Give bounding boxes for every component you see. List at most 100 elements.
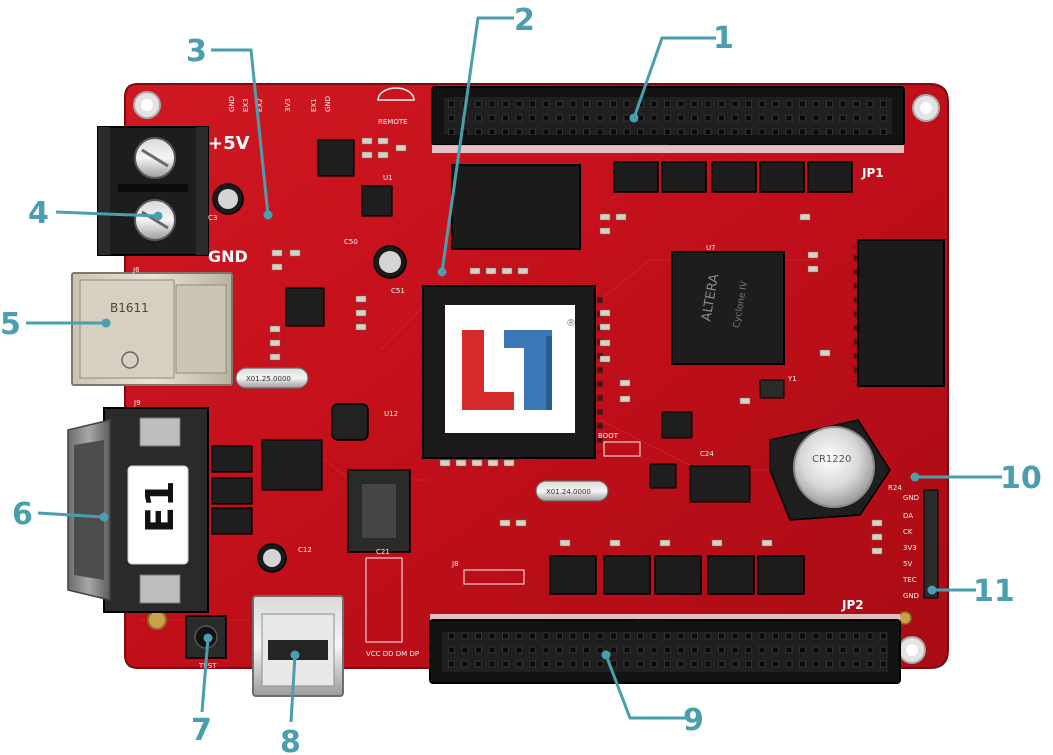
top-pin-labels: GND EX3 EX2 3V3 EX1 GND — [228, 96, 332, 112]
svg-text:DA: DA — [903, 512, 913, 520]
callout-1: 1 — [629, 21, 734, 123]
callout-5-dot — [101, 318, 111, 328]
callout-1-dot — [629, 113, 639, 123]
callout-2-dot — [437, 267, 447, 277]
svg-text:3V3: 3V3 — [284, 98, 292, 112]
callout-11: 11 — [927, 574, 1015, 609]
callout-6-dot — [99, 512, 109, 522]
callout-11-number: 11 — [973, 574, 1015, 609]
mounting-holes — [133, 91, 940, 664]
crystal-2-label: X01.24.0000 — [546, 488, 591, 496]
sdram-chip-right — [848, 239, 945, 387]
callout-9-dot — [601, 650, 611, 660]
power-terminal-block — [97, 126, 209, 256]
callout-9-number: 9 — [683, 703, 704, 738]
svg-text:GND: GND — [228, 96, 236, 112]
e1-label: E1 — [138, 481, 182, 533]
c24-label: C24 — [700, 450, 714, 458]
c3-label: C3 — [208, 214, 217, 222]
plus5v-label: +5V — [208, 133, 250, 154]
main-mcu-chip — [415, 285, 603, 459]
electrolytic-capacitors — [212, 183, 407, 573]
callout-6: 6 — [12, 497, 109, 532]
jp2-label: JP2 — [841, 598, 864, 612]
callout-9-leader — [604, 654, 688, 720]
c51-label: C51 — [391, 287, 405, 295]
registered-mark: ® — [566, 318, 576, 329]
boot-label: BOOT — [598, 432, 619, 440]
y1-label: Y1 — [787, 375, 797, 383]
right-pin-header — [923, 489, 939, 599]
jp2-header — [429, 614, 901, 684]
callout-1-leader — [632, 36, 716, 119]
callout-8: 8 — [280, 650, 301, 755]
svg-text:TEC: TEC — [902, 576, 917, 584]
crystals — [235, 367, 785, 502]
sdram-chip-top — [451, 164, 581, 250]
svg-text:GND: GND — [903, 592, 919, 600]
svg-text:3V3: 3V3 — [903, 544, 917, 552]
callout-2-leader — [440, 16, 514, 273]
callout-8-dot — [290, 650, 300, 660]
callout-1-number: 1 — [713, 21, 734, 56]
passive-components — [269, 137, 883, 555]
battery-label: CR1220 — [812, 454, 851, 465]
usb-port — [252, 595, 344, 697]
callout-9: 9 — [601, 650, 704, 738]
jp1-label: JP1 — [861, 166, 884, 180]
callout-4: 4 — [28, 196, 163, 231]
l1-logo — [462, 330, 552, 410]
callout-10: 10 — [910, 461, 1042, 496]
small-pin-headers — [365, 441, 641, 643]
usb-pins-label: VCC DD DM DP — [366, 650, 419, 658]
callout-5: 5 — [0, 307, 111, 342]
callout-8-number: 8 — [280, 725, 301, 755]
fpga-chip — [671, 251, 785, 365]
callout-4-leader — [55, 210, 159, 218]
callout-4-number: 4 — [28, 196, 49, 231]
callout-7-dot — [203, 633, 213, 643]
ic-socket — [347, 469, 411, 553]
mounting-hole-bl — [147, 610, 167, 630]
c50-label: C50 — [344, 238, 358, 246]
callout-5-number: 5 — [0, 307, 21, 342]
c21-label: C21 — [376, 548, 390, 556]
callout-3-leader — [211, 48, 270, 216]
callouts: 1 2 3 4 5 6 7 — [0, 3, 1042, 755]
b1611-label: B1611 — [110, 301, 149, 315]
callout-3-dot — [263, 210, 273, 220]
c12-label: C12 — [298, 546, 312, 554]
callout-11-dot — [927, 585, 937, 595]
crystal-1-label: X01.25.0000 — [246, 375, 291, 383]
callout-6-number: 6 — [12, 497, 33, 532]
callout-7: 7 — [191, 633, 213, 748]
ethernet-port — [71, 272, 233, 386]
callout-2-number: 2 — [514, 3, 535, 38]
pcb-board: JP1 JP2 +5V GND B — [67, 83, 949, 697]
callout-10-number: 10 — [1000, 461, 1042, 496]
callout-8-leader — [289, 654, 297, 723]
u7-label: U7 — [706, 244, 716, 252]
remote-label: REMOTE — [378, 118, 408, 126]
r24-label: R24 — [888, 484, 902, 492]
svg-text:GND: GND — [324, 96, 332, 112]
svg-text:EX1: EX1 — [310, 98, 318, 112]
svg-text:EX3: EX3 — [242, 98, 250, 112]
battery-holder — [769, 419, 891, 521]
callout-3-number: 3 — [186, 34, 207, 69]
right-header-labels: GND DA CK 3V3 5V TEC GND — [902, 494, 919, 600]
power-inductor — [331, 403, 369, 441]
callout-4-dot — [153, 211, 163, 221]
small-chips-middle — [649, 411, 751, 503]
j9-label: J9 — [133, 399, 141, 407]
j6-label: J6 — [132, 266, 140, 274]
callout-6-leader — [37, 511, 105, 519]
svg-text:CK: CK — [903, 528, 913, 536]
callout-3: 3 — [186, 34, 273, 220]
svg-text:GND: GND — [903, 494, 919, 502]
jp1-header — [431, 86, 905, 153]
svg-text:5V: 5V — [903, 560, 912, 568]
gnd-label: GND — [208, 247, 248, 266]
